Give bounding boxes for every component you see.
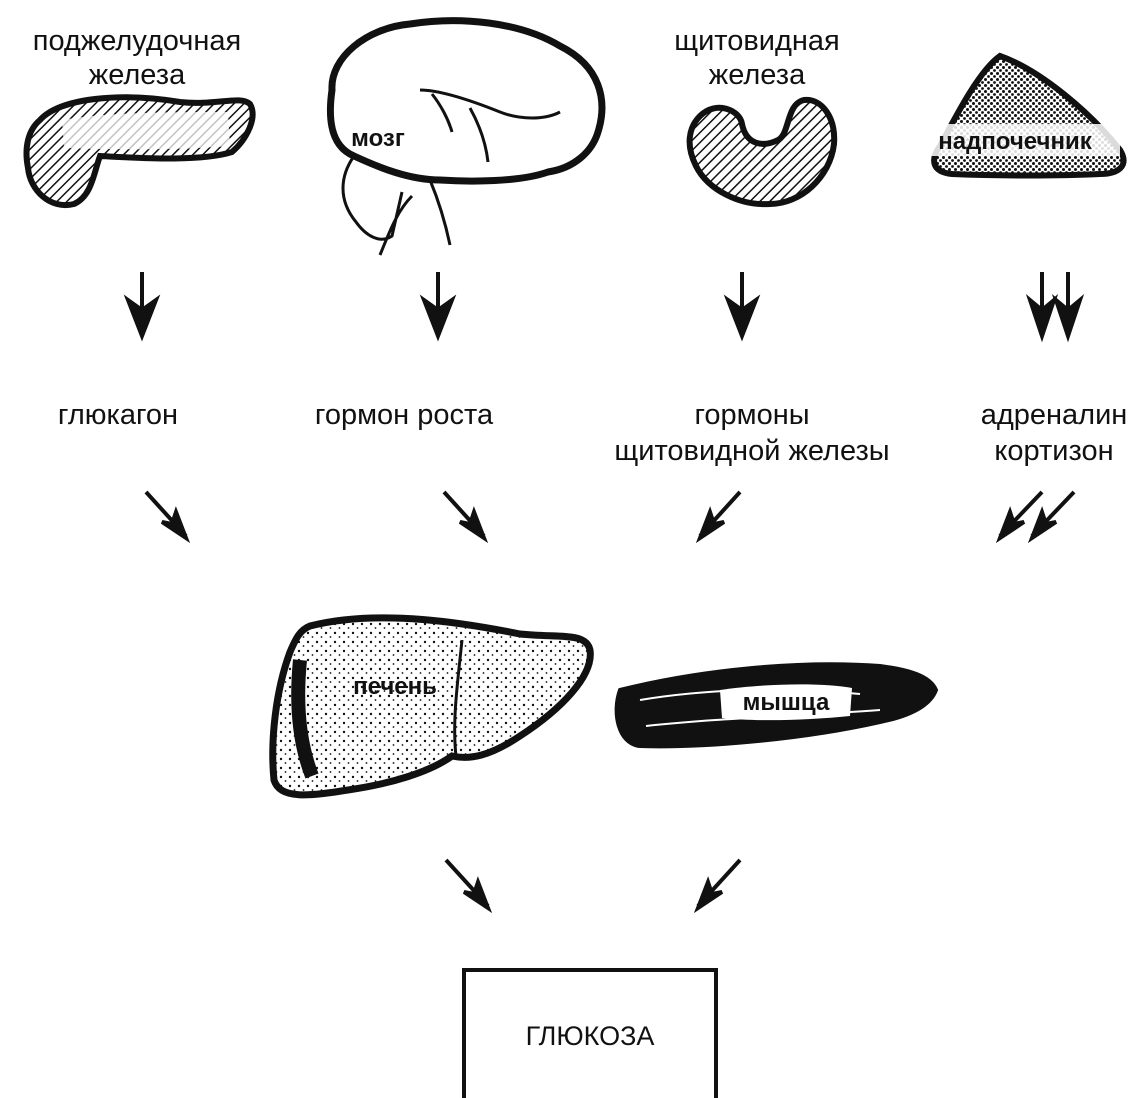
hormone-cortisone-label: кортизон	[994, 435, 1113, 467]
thyroid-label-line1: щитовидная	[674, 25, 840, 57]
adrenal-icon: надпочечник	[912, 56, 1124, 176]
hormone-thyroid-label-line1: гормоны	[694, 399, 809, 431]
pancreas-icon	[27, 97, 253, 205]
thyroid-label-line2: железа	[709, 59, 806, 91]
thyroid-icon	[690, 100, 835, 204]
arrow-icon	[146, 492, 1074, 538]
brain-icon: мозг	[330, 21, 602, 255]
arrow-icon	[446, 860, 740, 908]
glucose-label: ГЛЮКОЗА	[526, 1021, 655, 1051]
arrow-icon	[128, 272, 1080, 336]
glucose-box: ГЛЮКОЗА	[464, 970, 716, 1098]
liver-icon: печень	[273, 618, 591, 795]
pancreas-label-line1: поджелудочная	[33, 25, 242, 57]
hormone-growth-label: гормон роста	[315, 399, 494, 431]
muscle-label: мышца	[743, 689, 830, 716]
liver-label: печень	[353, 673, 437, 700]
pancreas-label-line2: железа	[89, 59, 186, 91]
adrenal-label: надпочечник	[938, 128, 1093, 155]
hormone-thyroid-label-line2: щитовидной железы	[614, 435, 889, 467]
muscle-icon: мышца	[617, 664, 936, 746]
hormone-glucagon-label: глюкагон	[58, 399, 178, 431]
hormone-adrenaline-label: адреналин	[981, 399, 1128, 431]
brain-label: мозг	[351, 125, 405, 152]
